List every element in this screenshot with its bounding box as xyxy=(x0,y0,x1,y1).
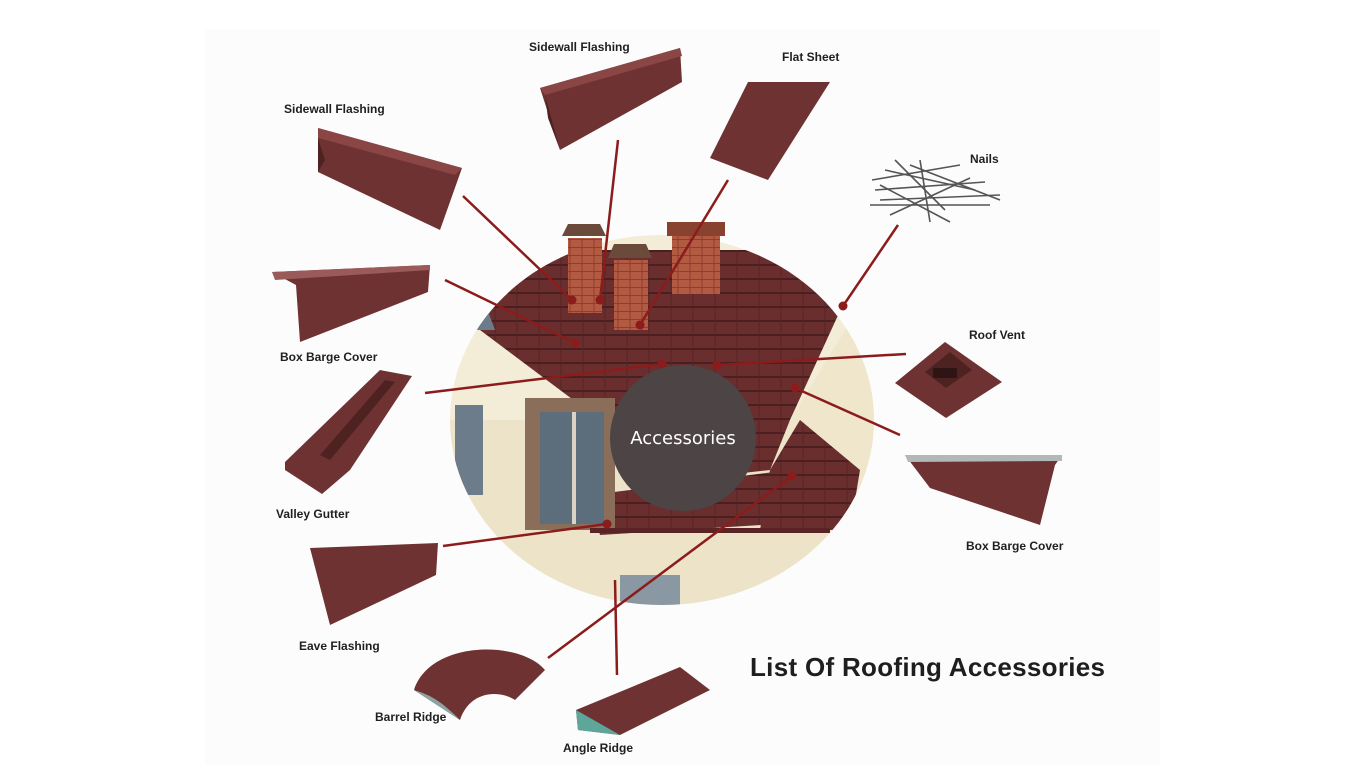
sidewall-flashing-left-part xyxy=(318,128,462,230)
label-flat-sheet: Flat Sheet xyxy=(782,50,840,64)
label-nails: Nails xyxy=(970,152,999,166)
valley-gutter-part xyxy=(285,370,412,494)
box-barge-cover-left-part xyxy=(272,265,430,342)
accessories-center-badge: Accessories xyxy=(610,365,756,511)
nails-part xyxy=(870,159,1001,223)
eave-flashing-part xyxy=(310,543,438,625)
barrel-ridge-part xyxy=(414,649,545,720)
center-label: Accessories xyxy=(630,427,736,449)
flat-sheet-part xyxy=(710,82,830,180)
angle-ridge-part xyxy=(576,667,710,735)
box-barge-cover-right-part xyxy=(905,455,1062,525)
label-barrel-ridge: Barrel Ridge xyxy=(375,710,447,724)
roof-vent-part xyxy=(895,342,1002,418)
label-eave-flashing: Eave Flashing xyxy=(299,639,380,653)
label-valley-gutter: Valley Gutter xyxy=(276,507,350,521)
chimneys xyxy=(562,222,725,330)
sidewall-flashing-top-part xyxy=(540,48,682,150)
leader-lines xyxy=(424,139,907,676)
label-angle-ridge: Angle Ridge xyxy=(563,741,634,755)
diagram-title: List Of Roofing Accessories xyxy=(750,652,1106,682)
label-sidewall-flashing-top: Sidewall Flashing xyxy=(529,40,630,54)
label-box-barge-cover-right: Box Barge Cover xyxy=(966,539,1064,553)
leader-dots xyxy=(567,295,848,529)
label-roof-vent: Roof Vent xyxy=(969,328,1025,342)
label-box-barge-cover-left: Box Barge Cover xyxy=(280,350,378,364)
label-sidewall-flashing-left: Sidewall Flashing xyxy=(284,102,385,116)
